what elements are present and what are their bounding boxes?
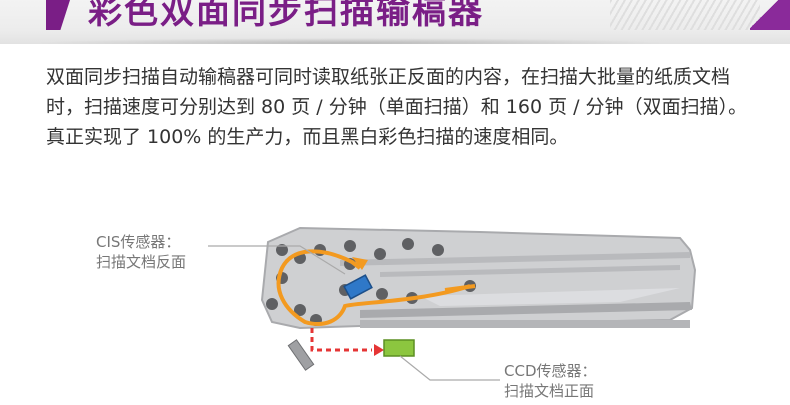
header-accent-corner — [750, 0, 790, 30]
cis-label-title: CIS传感器： — [96, 233, 181, 251]
ccd-label-title: CCD传感器： — [504, 362, 597, 380]
header-shadow — [30, 38, 670, 44]
light-path-arrowhead — [374, 344, 384, 356]
scanner-diagram — [208, 226, 697, 381]
ccd-leader-line — [399, 355, 500, 381]
ccd-label: CCD传感器： 扫描文档正面 — [504, 361, 597, 401]
section-header-banner: 彩色双面同步扫描输稿器 — [0, 0, 790, 44]
light-path — [310, 328, 372, 352]
cis-label: CIS传感器： 扫描文档反面 — [96, 232, 186, 272]
paper-path-arrowhead — [352, 257, 368, 270]
ccd-label-desc: 扫描文档正面 — [504, 382, 595, 400]
scanner-body — [260, 226, 697, 330]
cis-sensor — [343, 274, 373, 300]
section-title: 彩色双面同步扫描输稿器 — [88, 0, 484, 32]
cis-leader-line — [208, 245, 346, 275]
header-accent-left — [46, 0, 70, 30]
paper-path-arrow — [276, 249, 471, 326]
cis-label-desc: 扫描文档反面 — [96, 253, 187, 271]
ccd-sensor — [383, 339, 415, 357]
mirror — [287, 339, 315, 371]
intro-paragraph: 双面同步扫描自动输稿器可同时读取纸张正反面的内容，在扫描大批量的纸质文档时，扫描… — [46, 66, 748, 148]
header-stripe-pattern — [610, 0, 760, 30]
